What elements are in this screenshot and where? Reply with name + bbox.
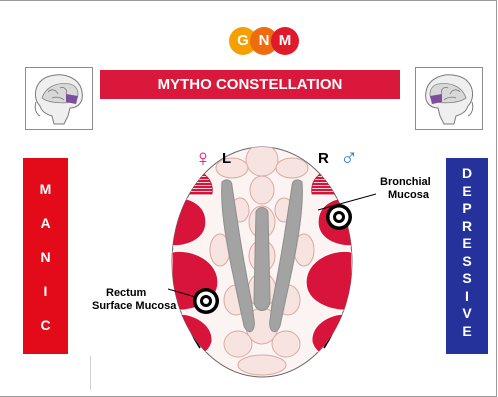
right-side-label: R [318, 150, 329, 167]
female-symbol-icon: ♀ [194, 145, 212, 173]
annotation-line: Bronchial [380, 176, 431, 189]
left-side-label: L [222, 150, 231, 167]
bronchial-mucosa-label: Bronchial Mucosa [380, 176, 431, 202]
male-symbol-icon: ♂ [340, 144, 358, 172]
center-gray-fork [254, 208, 270, 311]
bronchial-target-marker [326, 204, 352, 230]
annotation-line: Mucosa [380, 189, 431, 202]
bottom-guide-line [90, 356, 91, 390]
annotation-line: Rectum [92, 287, 176, 300]
rectum-surface-mucosa-label: Rectum Surface Mucosa [92, 287, 176, 313]
rectum-target-marker [193, 288, 219, 314]
annotation-line: Surface Mucosa [92, 300, 176, 313]
